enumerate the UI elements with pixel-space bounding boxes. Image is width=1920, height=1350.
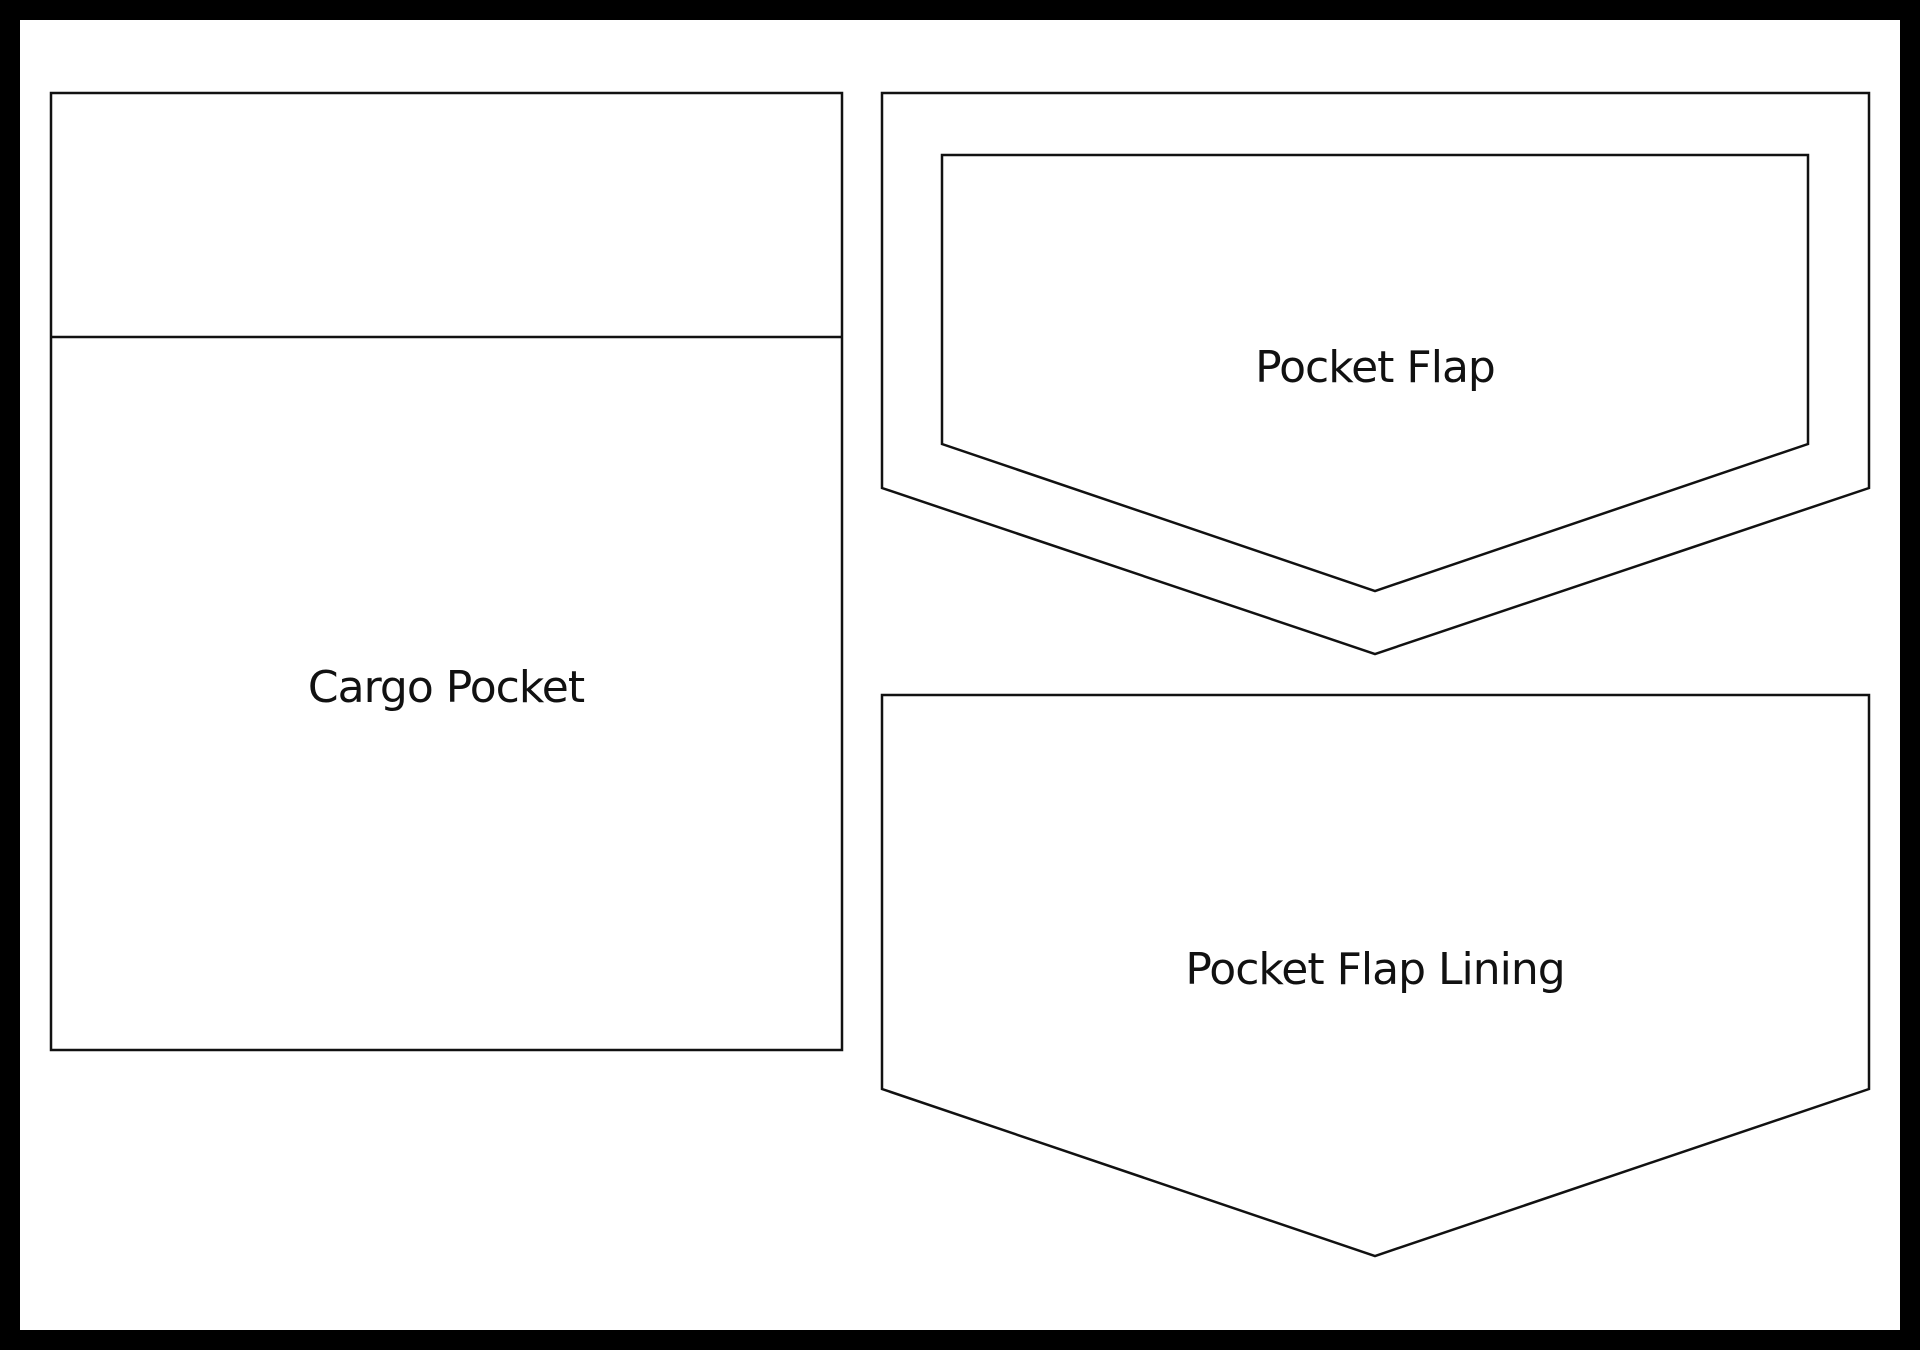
pocket-flap-lining-piece: Pocket Flap Lining xyxy=(880,693,1871,1258)
pocket-flap-lining-label: Pocket Flap Lining xyxy=(1185,944,1564,995)
pocket-flap-lining-outline xyxy=(880,693,1871,1258)
cargo-pocket-piece: Cargo Pocket xyxy=(49,91,844,1052)
pocket-flap-piece: Pocket Flap xyxy=(880,91,1871,656)
pocket-flap-outer-outline xyxy=(880,91,1871,656)
pocket-flap-label: Pocket Flap xyxy=(1255,342,1495,393)
cargo-pocket-label: Cargo Pocket xyxy=(308,662,585,713)
pocket-flap-inner-outline xyxy=(940,153,1810,593)
cargo-pocket-outline xyxy=(49,91,844,1052)
